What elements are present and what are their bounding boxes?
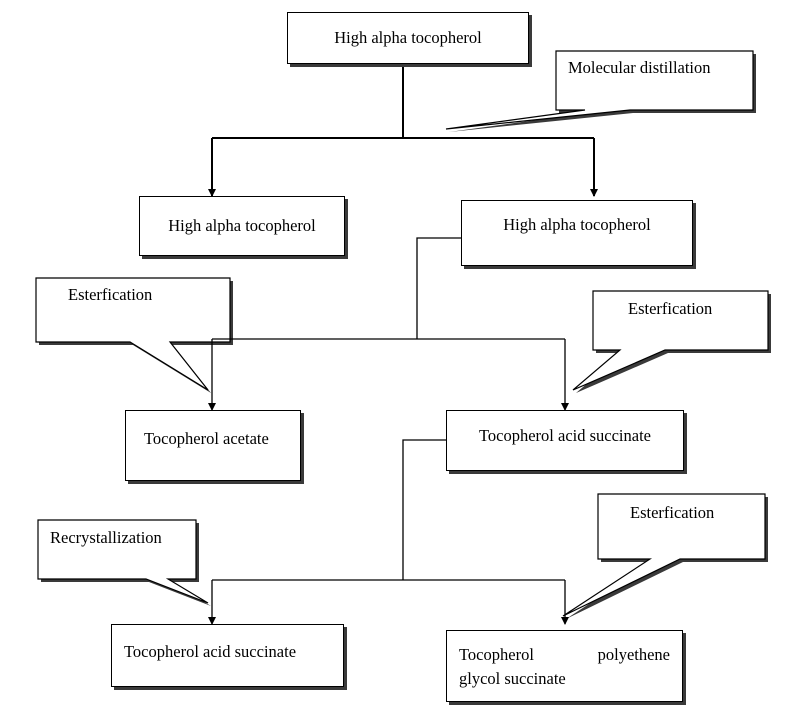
node-tocopherol-acid-succinate-bottom: Tocopherol acid succinate (111, 624, 344, 687)
callout-esterification-left-shape (35, 277, 231, 391)
node-left-label: High alpha tocopherol (168, 216, 316, 235)
connector-succinate-branch (402, 439, 446, 580)
callout-distillation-shape (445, 50, 754, 130)
node-tocopherol-acid-succinate-mid: Tocopherol acid succinate (446, 410, 684, 471)
node-tocopherol-peg-succinate: Tocopherol polyethene glycol succinate (446, 630, 683, 702)
node-peg-line1-word1: Tocopherol (459, 645, 534, 664)
node-right-label: High alpha tocopherol (503, 215, 651, 234)
callout-recrystallization: Recrystallization (50, 528, 162, 547)
callout-esterification-bottom-shape (562, 493, 766, 617)
node-peg-line1-word2: polyethene (597, 645, 670, 664)
node-top-high-alpha-tocopherol: High alpha tocopherol (287, 12, 529, 64)
node-acid-succinate-mid-label: Tocopherol acid succinate (478, 425, 652, 445)
callout-esterification-right: Esterfication (628, 299, 713, 318)
node-acetate-label: Tocopherol acetate (144, 429, 269, 448)
node-tocopherol-acetate: Tocopherol acetate (125, 410, 301, 481)
callout-esterification-left: Esterfication (68, 285, 153, 304)
node-peg-line2: glycol succinate (459, 669, 566, 688)
node-right-high-alpha-tocopherol: High alpha tocopherol (461, 200, 693, 266)
callout-distillation: Molecular distillation (568, 58, 711, 77)
node-left-high-alpha-tocopherol: High alpha tocopherol (139, 196, 345, 256)
callout-recrystallization-shape (37, 519, 209, 604)
node-acid-succinate-bottom-label: Tocopherol acid succinate (124, 642, 297, 661)
node-top-label: High alpha tocopherol (334, 28, 482, 47)
callout-esterification-right-shape (572, 290, 769, 391)
callout-esterification-bottom: Esterfication (630, 503, 715, 522)
connector-right-distillate-branch (416, 237, 461, 339)
